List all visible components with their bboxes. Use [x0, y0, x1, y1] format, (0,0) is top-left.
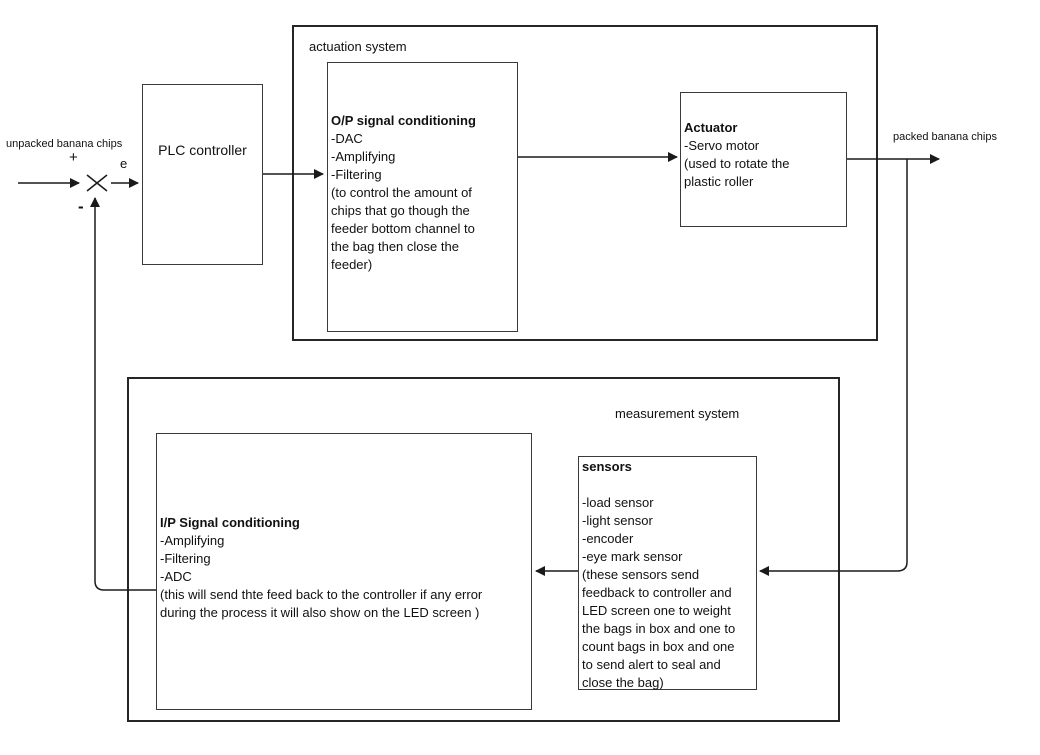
sensors-details: -load sensor -light sensor -encoder -eye… — [582, 495, 736, 690]
op-signal-conditioning-details: -DAC -Amplifying -Filtering (to control … — [331, 131, 475, 272]
sum-plus-label: + — [69, 149, 78, 166]
sum-minus-label: - — [78, 197, 84, 216]
plc-controller-box: PLC controller — [142, 84, 263, 265]
output-label: packed banana chips — [893, 131, 997, 143]
op-signal-conditioning-title: O/P signal conditioning — [331, 113, 476, 128]
ip-signal-conditioning-details: -Amplifying -Filtering -ADC (this will s… — [160, 533, 483, 620]
actuator-details: -Servo motor (used to rotate the plastic… — [684, 138, 790, 189]
actuator-title: Actuator — [684, 120, 738, 135]
input-label: unpacked banana chips — [6, 138, 123, 150]
ip-signal-conditioning-title: I/P Signal conditioning — [160, 515, 300, 530]
summing-junction-icon — [83, 172, 111, 194]
actuator-box: Actuator -Servo motor (used to rotate th… — [680, 92, 847, 227]
error-signal-label: e — [120, 156, 128, 171]
plc-controller-title: PLC controller — [158, 142, 247, 158]
sensors-title: sensors — [582, 459, 632, 474]
measurement-system-label: measurement system — [615, 406, 740, 421]
actuation-system-label: actuation system — [309, 39, 407, 54]
sensors-box: sensors -load sensor -light sensor -enco… — [578, 456, 757, 690]
ip-signal-conditioning-box: I/P Signal conditioning -Amplifying -Fil… — [156, 433, 532, 710]
op-signal-conditioning-box: O/P signal conditioning -DAC -Amplifying… — [327, 62, 518, 332]
